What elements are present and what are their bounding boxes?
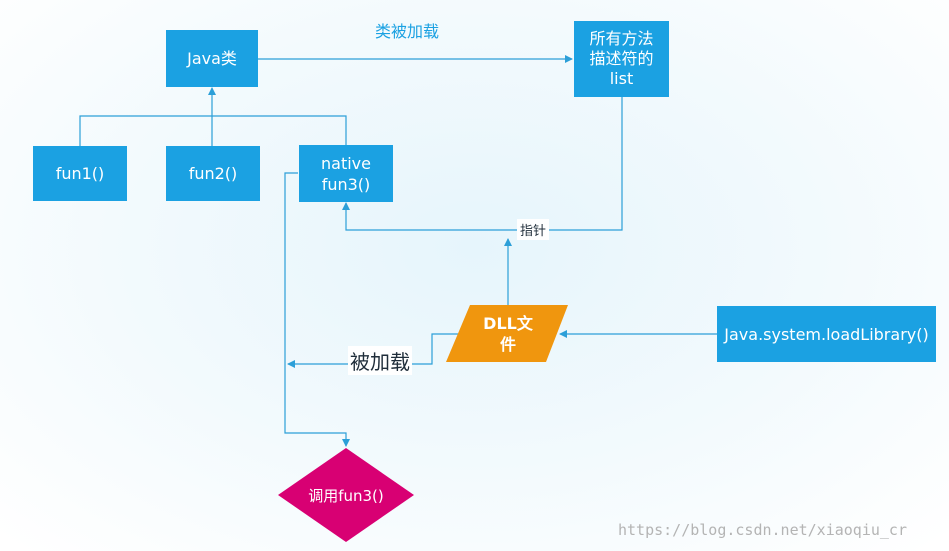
edge-fun1-to-class [79,87,216,146]
fun1-label: fun1() [55,164,105,183]
dll-file-label: DLL文 件 [466,305,550,362]
edge-native-to-call [284,172,350,447]
load-library-node: Java.system.loadLibrary() [717,306,936,362]
call-fun3-shape [278,448,414,542]
edge-native-to-class [212,115,347,145]
method-list-label: 所有方法 描述符的 list [589,29,654,88]
fun1-node: fun1() [33,146,127,201]
class-loaded-title: 类被加载 [375,22,440,41]
native-fun3-label: native fun3() [321,153,371,194]
loaded-edge-label: 被加载 [348,346,412,375]
call-fun3-label: 调用fun3() [280,480,412,510]
native-fun3-node: native fun3() [299,145,393,202]
fun2-label: fun2() [188,164,238,183]
dll-file-text: DLL文 件 [483,313,533,354]
fun2-node: fun2() [166,146,260,201]
dll-file-shape [446,305,568,362]
call-fun3-text: 调用fun3() [308,486,384,505]
load-library-label: Java.system.loadLibrary() [724,324,929,344]
edge-list-to-native [342,97,623,231]
pointer-edge-label: 指针 [517,219,550,240]
method-list-node: 所有方法 描述符的 list [574,21,669,97]
java-class-node: Java类 [166,30,258,87]
java-class-label: Java类 [187,49,237,68]
watermark-url: https://blog.csdn.net/xiaoqiu_cr [618,521,907,539]
